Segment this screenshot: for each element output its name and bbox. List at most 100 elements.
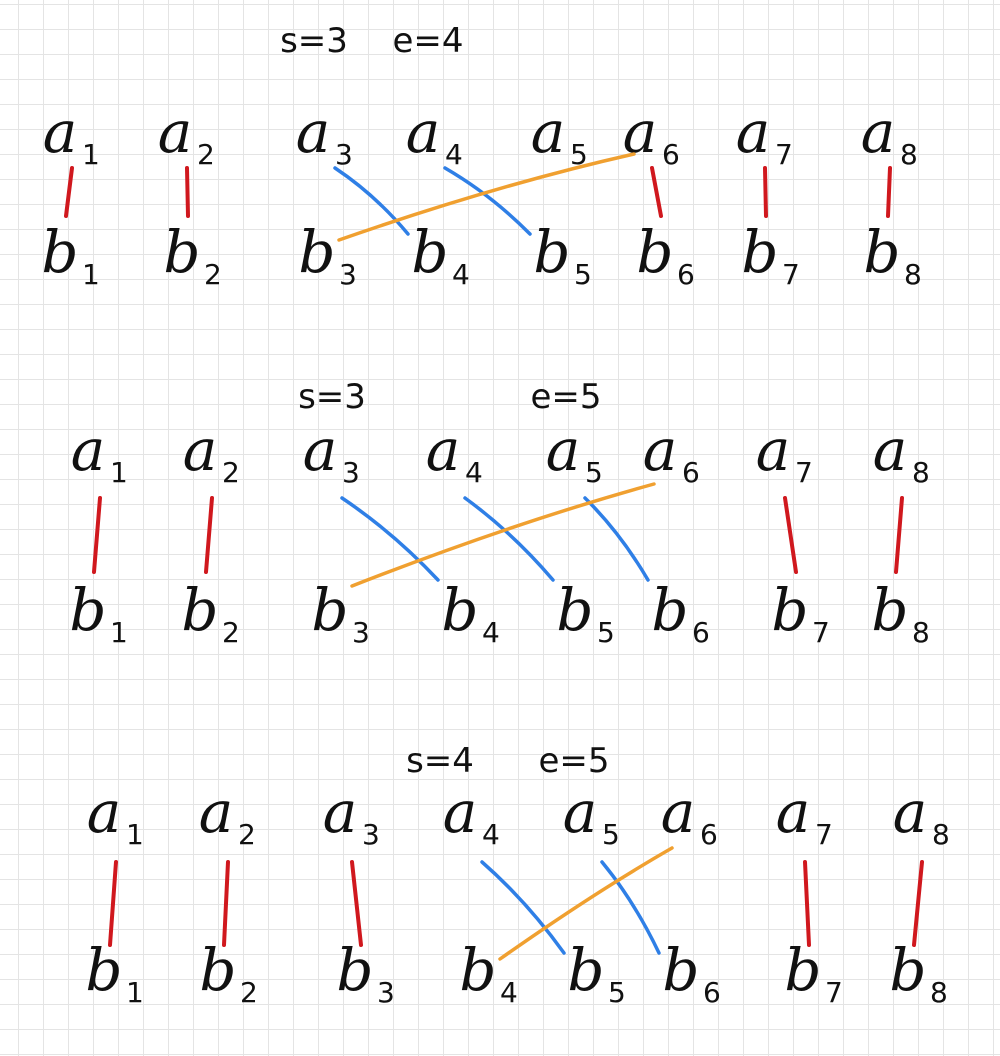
row-1-pair-line-2 [185, 166, 190, 218]
row-3-a1-var: a [87, 778, 122, 846]
row-2-a8-sub: 8 [912, 456, 930, 489]
row-2-b6-sub: 6 [692, 616, 710, 649]
row-2-b8-var: b [871, 576, 908, 644]
row-3-b8-sub: 8 [930, 976, 948, 1009]
row-2-a2-var: a [183, 416, 218, 484]
row-2-a2-sub: 2 [222, 456, 240, 489]
row-1-b3-var: b [298, 218, 335, 286]
row-3-a7-sub: 7 [815, 818, 833, 851]
row-3-pair-line-3 [350, 860, 363, 947]
row-2-b6-var: b [651, 576, 688, 644]
row-2-a1-sub: 1 [110, 456, 128, 489]
row-2-pair-line-8 [894, 496, 904, 574]
row-3-a6-sub: 6 [700, 818, 718, 851]
row-1-pair-line-8 [886, 166, 892, 218]
row-1-a7-var: a [736, 98, 771, 166]
row-2-reverse-line-a6-b3 [350, 482, 656, 588]
row-3-b6-var: b [662, 936, 699, 1004]
row-1-b6-sub: 6 [677, 258, 695, 291]
row-1-cross-line-a4-b5 [443, 166, 532, 236]
row-1-b8-sub: 8 [904, 258, 922, 291]
row-2-cross-line-a4-b5 [463, 496, 555, 582]
row-1-b1-sub: 1 [82, 258, 100, 291]
row-2-header-s: s=3 [298, 377, 366, 417]
row-2-cross-line-a5-b6 [583, 496, 650, 582]
row-1-a2-var: a [158, 98, 193, 166]
row-2-b2-var: b [181, 576, 218, 644]
row-3-b4-sub: 4 [500, 976, 518, 1009]
row-2-b4-var: b [441, 576, 478, 644]
row-1-a8-var: a [861, 98, 896, 166]
row-1-a4-sub: 4 [445, 138, 463, 171]
row-1-b3-sub: 3 [339, 258, 357, 291]
row-2-a6-sub: 6 [682, 456, 700, 489]
row-2-header-e: e=5 [530, 377, 601, 417]
row-3-b6-sub: 6 [703, 976, 721, 1009]
row-3-pair-line-8 [912, 860, 924, 947]
row-3-b1-sub: 1 [126, 976, 144, 1009]
row-1-b1-var: b [41, 218, 78, 286]
row-3-header-s: s=4 [406, 741, 474, 781]
row-1-pair-line-6 [650, 166, 663, 218]
row-1-b2-var: b [163, 218, 200, 286]
row-2-b5-var: b [556, 576, 593, 644]
row-2-b1-sub: 1 [110, 616, 128, 649]
row-3-pair-line-1 [108, 860, 118, 947]
row-3-b7-sub: 7 [825, 976, 843, 1009]
row-3-a4-sub: 4 [482, 818, 500, 851]
row-3-a6-var: a [661, 778, 696, 846]
row-3-a4-var: a [443, 778, 478, 846]
row-3-reverse-line-a6-b4 [498, 846, 674, 961]
row-3-pair-line-7 [803, 860, 811, 947]
row-1-header-e: e=4 [392, 21, 463, 61]
row-2-a1-var: a [71, 416, 106, 484]
row-1-b4-sub: 4 [452, 258, 470, 291]
row-1-a2-sub: 2 [197, 138, 215, 171]
row-1-a3-var: a [296, 98, 331, 166]
row-3-a3-var: a [323, 778, 358, 846]
row-2-b1-var: b [69, 576, 106, 644]
row-2-cross-line-a3-b4 [340, 496, 440, 582]
row-2-a5-sub: 5 [585, 456, 603, 489]
row-1-b5-sub: 5 [574, 258, 592, 291]
row-1-b7-var: b [741, 218, 778, 286]
row-1-a7-sub: 7 [775, 138, 793, 171]
row-2-a3-sub: 3 [342, 456, 360, 489]
row-3-a2-var: a [199, 778, 234, 846]
row-2-b7-var: b [771, 576, 808, 644]
row-1-a6-sub: 6 [662, 138, 680, 171]
row-3-b3-var: b [336, 936, 373, 1004]
row-3-b4-var: b [459, 936, 496, 1004]
